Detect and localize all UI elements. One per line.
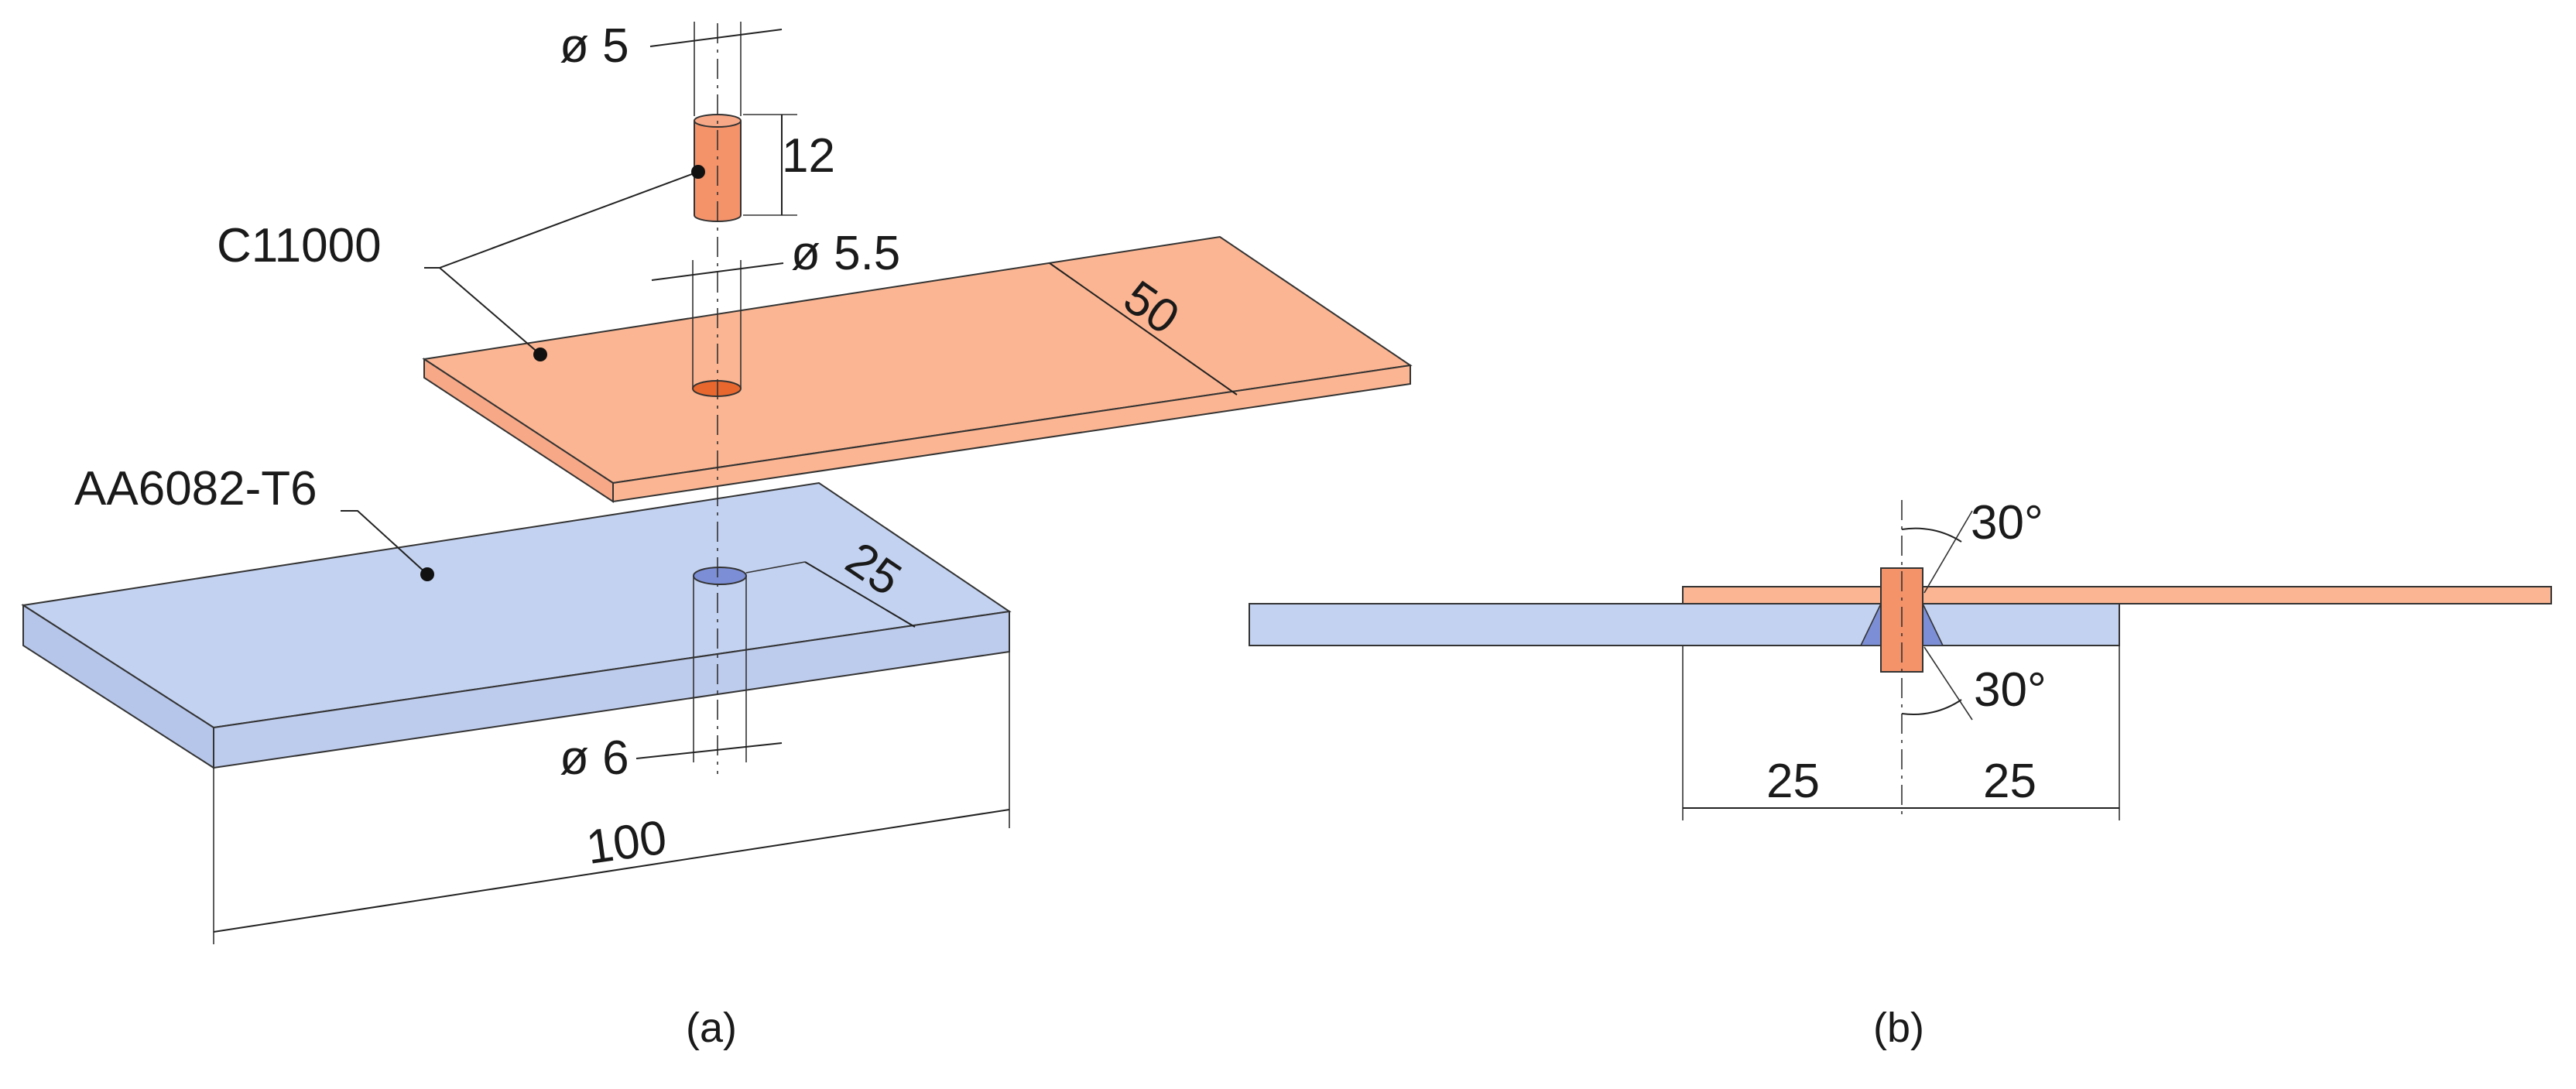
caption-b: (b) — [1873, 1005, 1924, 1051]
copper-plate-left — [423, 358, 614, 503]
pin-diameter-label: ø 5 — [560, 19, 629, 73]
dim-angle-bottom: 30° — [1901, 646, 2047, 721]
dim-section-distances: 25 25 — [1682, 646, 2120, 820]
dim-pin-diameter: ø 5 — [560, 19, 783, 116]
dim-aluminum-hole: ø 6 — [560, 731, 783, 785]
aluminum-plate — [21, 481, 1012, 769]
dim-angle-top: 30° — [1901, 496, 2043, 594]
aluminum-plate-hole — [693, 567, 747, 585]
dim-pin-length: 12 — [743, 114, 835, 216]
section-view: 30° 30° 25 25 (b) — [1249, 496, 2552, 1051]
pin-length-label: 12 — [782, 129, 835, 183]
copper-material-label: C11000 — [217, 219, 382, 272]
section-right-distance-label: 25 — [1983, 755, 2036, 808]
dim-aluminum-length: 100 — [213, 652, 1010, 944]
section-copper-sheet — [1682, 586, 2552, 604]
copper-material-callout: C11000 — [217, 165, 705, 361]
section-left-distance-label: 25 — [1766, 755, 1820, 808]
isometric-view: ø 5 12 ø 5.5 50 25 ø 6 — [21, 19, 1413, 1051]
aluminum-material-callout: AA6082-T6 — [74, 462, 434, 581]
dim-copper-hole: ø 5.5 — [651, 227, 900, 281]
angle-bottom-label: 30° — [1974, 663, 2047, 717]
caption-a: (a) — [686, 1005, 737, 1051]
aluminum-material-label: AA6082-T6 — [74, 462, 317, 515]
copper-plate-hole — [692, 380, 742, 397]
copper-plate — [422, 235, 1413, 503]
aluminum-length-label: 100 — [583, 810, 670, 875]
angle-top-label: 30° — [1971, 496, 2043, 550]
section-aluminum-plate — [1249, 603, 2120, 646]
copper-hole-diameter-label: ø 5.5 — [791, 227, 900, 280]
aluminum-hole-diameter-label: ø 6 — [560, 731, 629, 785]
